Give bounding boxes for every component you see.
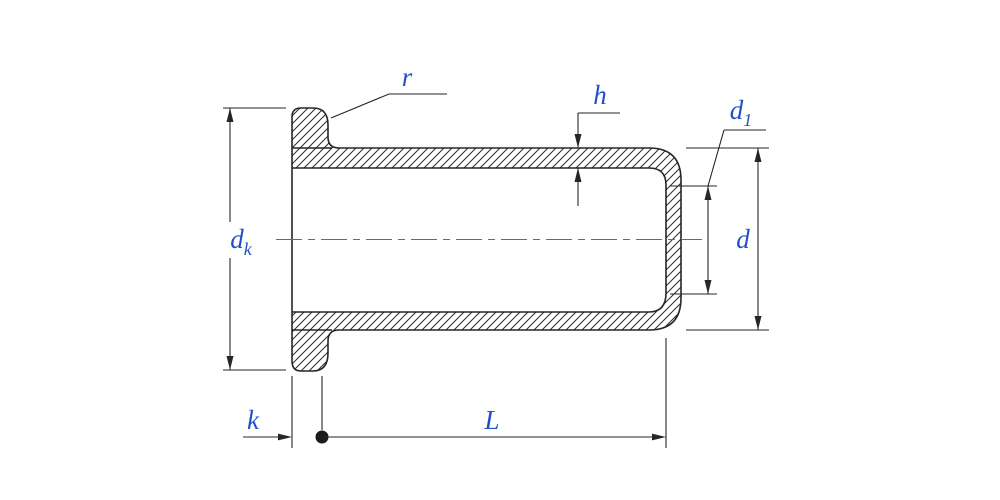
rivet-section (291, 107, 682, 372)
dimension-d1: d1 (670, 95, 766, 295)
dimension-k: k (243, 376, 323, 448)
d1-arrow-down (704, 280, 712, 294)
dimension-L: L (315, 338, 667, 448)
dimension-r: r (330, 62, 447, 119)
label-h: h (593, 80, 607, 110)
k-arrow-right (278, 433, 292, 441)
dimension-dk: dk (223, 107, 286, 371)
label-k: k (247, 405, 260, 435)
rivet-material-section (291, 107, 682, 372)
d1-leader-line (707, 129, 725, 187)
r-leader-line (330, 93, 390, 119)
label-dk: dk (230, 224, 253, 259)
dimension-h: h (574, 80, 620, 206)
d1-arrow-up (704, 186, 712, 200)
d-arrow-down (754, 316, 762, 330)
d-arrow-up (754, 148, 762, 162)
label-d1: d1 (730, 95, 753, 130)
label-L: L (483, 405, 499, 435)
dk-arrow-down (226, 356, 234, 370)
L-arrow-right (652, 433, 666, 441)
dk-arrow-up (226, 108, 234, 122)
dimension-d: d (686, 147, 769, 331)
label-r: r (402, 62, 413, 92)
h-arrow-down (574, 134, 582, 148)
label-d: d (736, 224, 750, 254)
